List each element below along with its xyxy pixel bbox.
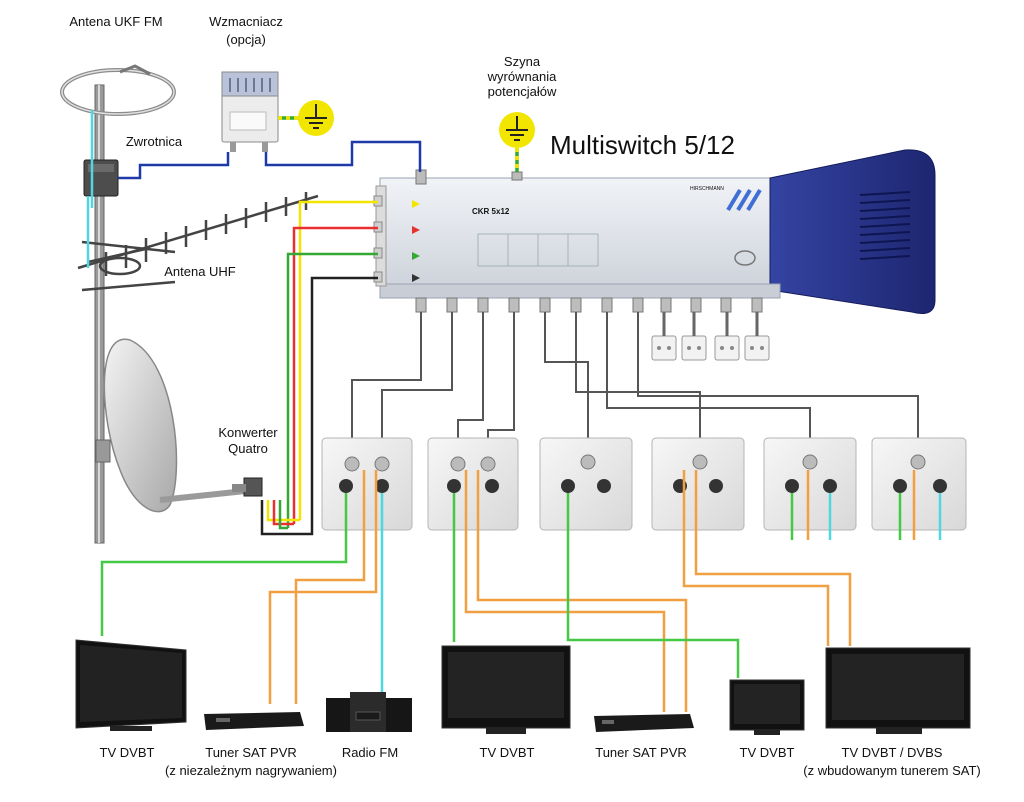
tv-dvbt-dvbs bbox=[825, 647, 971, 734]
device-label-tv-dvbt-3: TV DVBT bbox=[739, 745, 795, 760]
device-label-tv-dvbt-1: TV DVBT bbox=[99, 745, 155, 760]
device-note-tv-dvbt-dvbs: (z wbudowanym tunerem SAT) bbox=[803, 763, 981, 778]
wall-socket-icon bbox=[321, 437, 413, 531]
satellite-dish bbox=[95, 338, 263, 513]
label-bonding-1: Szyna bbox=[503, 54, 541, 69]
ground-symbol-icon bbox=[499, 112, 535, 148]
antenna-mast bbox=[94, 84, 105, 544]
multiswitch-title: Multiswitch 5/12 bbox=[550, 130, 735, 160]
termination-caps bbox=[651, 312, 770, 361]
label-converter-2: Quatro bbox=[228, 441, 268, 456]
wall-socket-icon bbox=[763, 437, 857, 531]
tv-dvbt-1 bbox=[75, 639, 187, 731]
wall-socket-icon bbox=[427, 437, 519, 531]
wall-socket-icon bbox=[651, 437, 745, 531]
label-antenna-uhf: Antena UHF bbox=[164, 264, 236, 279]
device-label-tuner-1: Tuner SAT PVR bbox=[205, 745, 297, 760]
label-bonding-2: wyrównania bbox=[487, 69, 557, 84]
ground-symbol-icon bbox=[298, 100, 334, 136]
uhf-antenna bbox=[77, 192, 319, 292]
input-cables bbox=[86, 110, 422, 536]
device-label-tv-dvbt-dvbs: TV DVBT / DVBS bbox=[841, 745, 943, 760]
device-brand-label: HIRSCHMANN bbox=[690, 186, 724, 192]
label-amplifier-note: (opcja) bbox=[226, 32, 266, 47]
splitter-box bbox=[83, 159, 119, 197]
amplifier bbox=[221, 71, 279, 152]
device-label-tv-dvbt-2: TV DVBT bbox=[479, 745, 535, 760]
label-splitter: Zwrotnica bbox=[125, 134, 183, 149]
wall-socket-icon bbox=[871, 437, 967, 531]
multiswitch-device bbox=[373, 149, 936, 314]
device-label-tuner-2: Tuner SAT PVR bbox=[595, 745, 687, 760]
label-amplifier: Wzmacniacz bbox=[209, 14, 283, 29]
output-cables bbox=[351, 312, 919, 450]
device-cables bbox=[100, 470, 942, 712]
radio-fm bbox=[326, 692, 412, 732]
wall-socket-icon bbox=[539, 437, 633, 531]
fm-antenna bbox=[60, 64, 176, 116]
label-converter-1: Konwerter bbox=[218, 425, 278, 440]
tuner-sat-pvr-1 bbox=[204, 712, 304, 730]
device-model-label: CKR 5x12 bbox=[472, 207, 510, 216]
tuner-sat-pvr-2 bbox=[594, 714, 694, 732]
label-antenna-fm: Antena UKF FM bbox=[69, 14, 163, 29]
device-note-tuner-1: (z niezależnym nagrywaniem) bbox=[165, 763, 337, 778]
ground-lines bbox=[278, 116, 519, 172]
tv-dvbt-3 bbox=[729, 679, 805, 735]
tv-dvbt-2 bbox=[441, 645, 571, 734]
label-bonding-3: potencjałów bbox=[487, 84, 557, 99]
device-label-radio-fm: Radio FM bbox=[341, 745, 399, 760]
